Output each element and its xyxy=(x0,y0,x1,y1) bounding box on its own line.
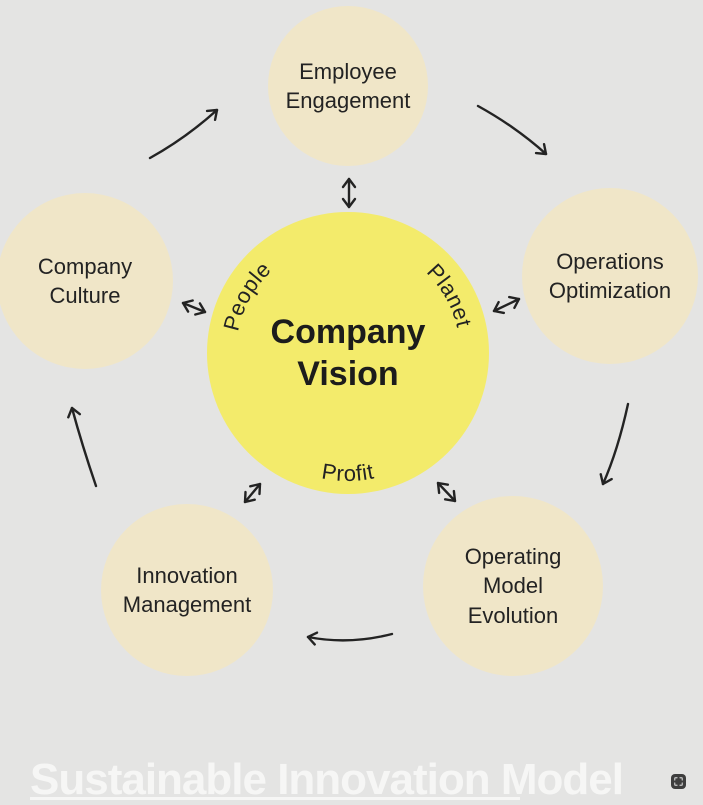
node-innovation-management: Innovation Management xyxy=(101,504,273,676)
arrow-icon-operations-to-opmodel xyxy=(599,402,630,486)
node-label: Employee Engagement xyxy=(285,58,411,113)
frame-icon xyxy=(674,777,683,786)
node-label: Operating Model Evolution xyxy=(464,544,562,628)
arrow-icon-culture-to-employee xyxy=(148,108,219,160)
node-label: Operations Optimization xyxy=(548,248,672,303)
cut-off-text-strip xyxy=(30,797,520,800)
diagram-title: Sustainable Innovation Model xyxy=(30,755,624,804)
double-arrow-icon-upper-left xyxy=(181,299,207,316)
double-arrow-icon-lower-right xyxy=(436,481,457,503)
double-arrow-icon-upper-right xyxy=(492,295,521,315)
node-label: Company Culture xyxy=(37,253,133,308)
center-company-vision: Company Vision xyxy=(207,212,489,494)
arrow-icon-innovation-to-culture xyxy=(67,406,98,488)
node-label: Innovation Management xyxy=(122,562,252,617)
double-arrow-icon-lower-left xyxy=(243,482,262,504)
node-operating-model-evolution: Operating Model Evolution xyxy=(423,496,603,676)
watermark-badge[interactable] xyxy=(671,774,686,789)
arrow-icon-opmodel-to-innovation xyxy=(306,631,394,646)
node-operations-optimization: Operations Optimization xyxy=(522,188,698,364)
arrow-icon-employee-to-operations xyxy=(476,104,548,156)
center-label: Company Vision xyxy=(270,312,426,393)
node-company-culture: Company Culture xyxy=(0,193,173,369)
node-employee-engagement: Employee Engagement xyxy=(268,6,428,166)
